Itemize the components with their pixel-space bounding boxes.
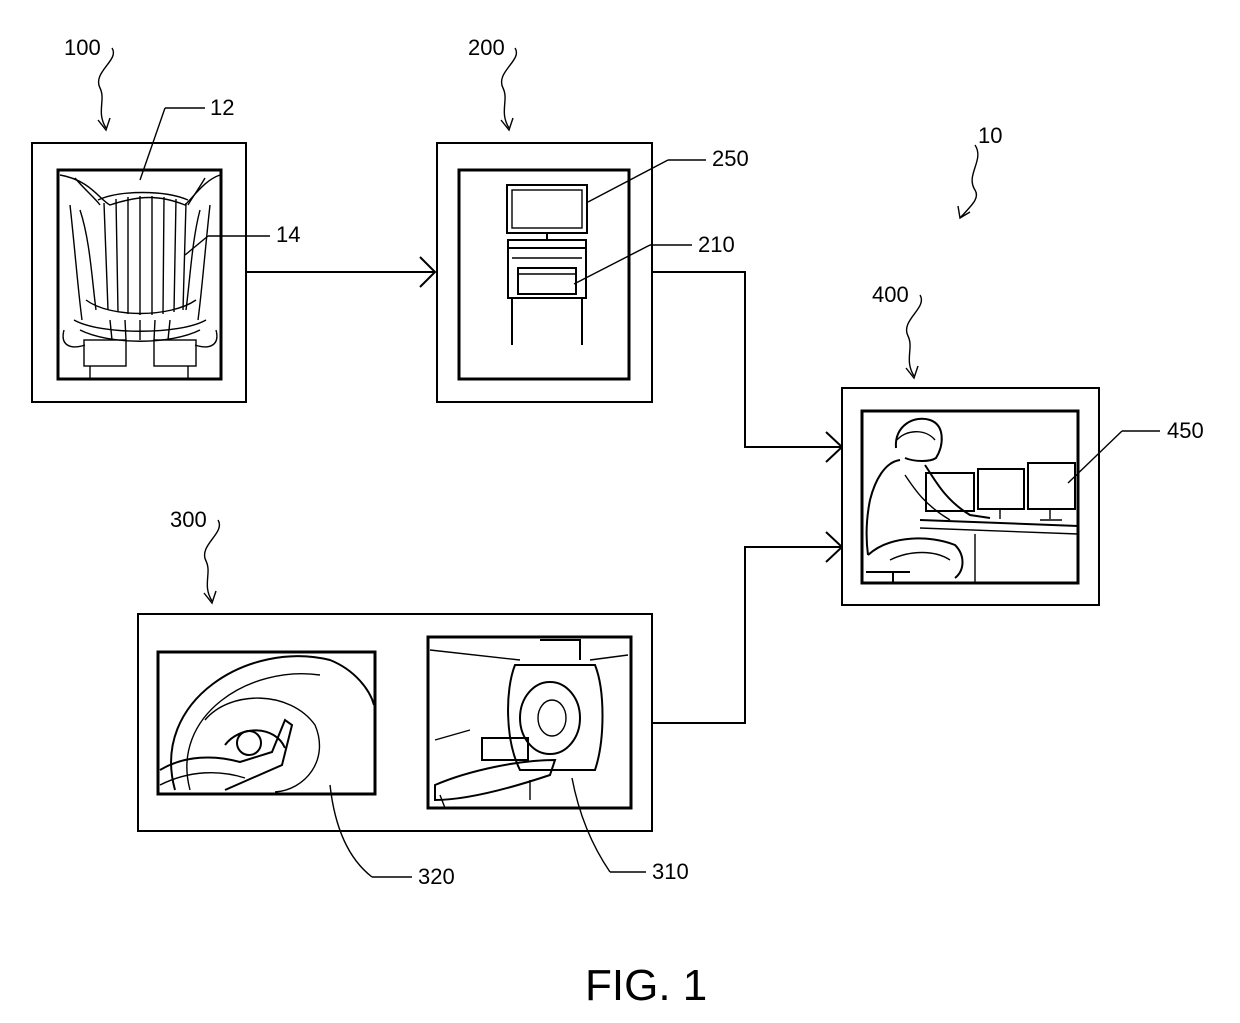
svg-text:320: 320 bbox=[418, 864, 455, 889]
label-review: 400 bbox=[872, 282, 921, 378]
connector-300-to-400 bbox=[652, 532, 842, 723]
block-200-acquisition bbox=[437, 143, 652, 402]
connector-100-to-200 bbox=[246, 257, 435, 287]
svg-text:300: 300 bbox=[170, 507, 207, 532]
svg-text:10: 10 bbox=[978, 123, 1002, 148]
svg-text:310: 310 bbox=[652, 859, 689, 884]
svg-text:210: 210 bbox=[698, 232, 735, 257]
block-300-imaging bbox=[138, 614, 652, 831]
block-100-wearable bbox=[32, 143, 246, 402]
connector-200-to-400 bbox=[652, 272, 842, 462]
svg-text:14: 14 bbox=[276, 222, 300, 247]
block-400-review bbox=[842, 388, 1099, 605]
label-imaging: 300 bbox=[170, 507, 219, 603]
svg-text:200: 200 bbox=[468, 35, 505, 60]
label-system: 10 bbox=[958, 123, 1002, 218]
svg-text:450: 450 bbox=[1167, 418, 1204, 443]
label-wearable: 100 bbox=[64, 35, 113, 130]
figure-caption: FIG. 1 bbox=[585, 961, 707, 1010]
svg-text:250: 250 bbox=[712, 146, 749, 171]
label-acquisition: 200 bbox=[468, 35, 516, 130]
svg-text:100: 100 bbox=[64, 35, 101, 60]
svg-text:400: 400 bbox=[872, 282, 909, 307]
svg-text:12: 12 bbox=[210, 95, 234, 120]
